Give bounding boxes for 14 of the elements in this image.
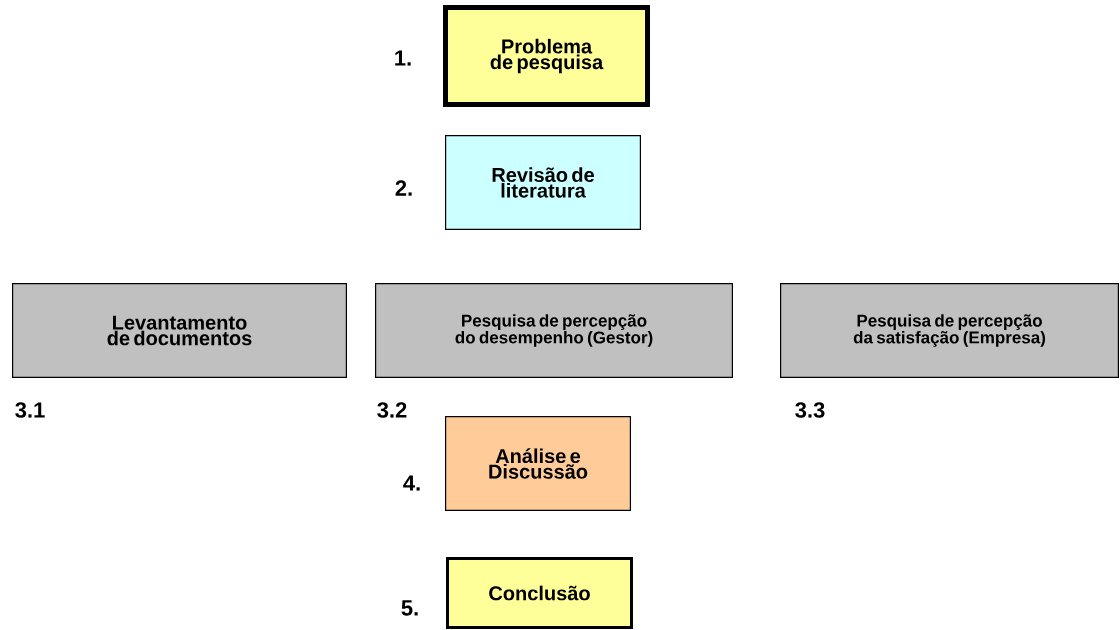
step-number: 3.1 [15, 402, 45, 418]
step-box: Levantamento de documentos [12, 283, 347, 378]
step-box: Pesquisa de percepção da satisfação (Empresa) [780, 283, 1119, 378]
step-box: Revisão de literatura [445, 135, 641, 230]
step-number: 2. [395, 180, 412, 196]
step-box: Conclusão [446, 557, 633, 629]
step-number: 3.2 [377, 402, 407, 418]
step-number: 3.3 [795, 402, 825, 418]
step-number: 1. [395, 50, 411, 66]
step-box: Análise e Discussão [445, 416, 631, 511]
step-box: Problema de pesquisa [443, 5, 650, 107]
step-number: 4. [403, 475, 420, 491]
step-number: 5. [401, 600, 418, 616]
step-box: Pesquisa de percepção do desempenho (Gestor) [375, 283, 733, 378]
